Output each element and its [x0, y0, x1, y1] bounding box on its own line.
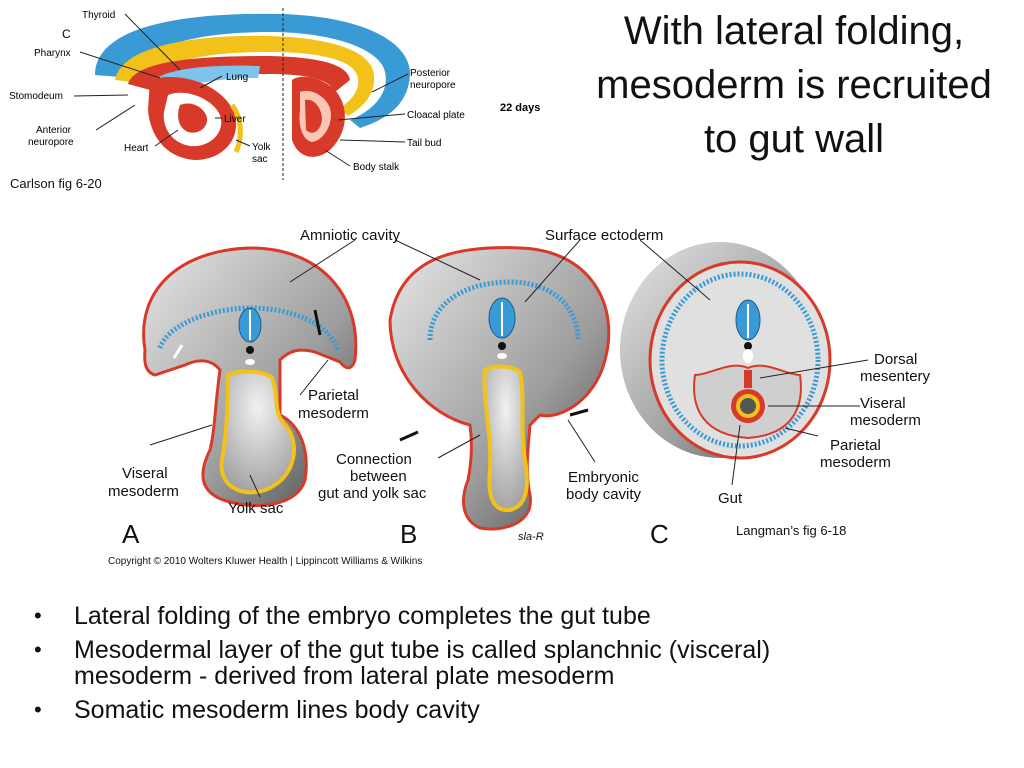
panel-letter-a: A: [122, 519, 140, 549]
lateral-folding-figure: Amniotic cavity Surface ectoderm Parieta…: [108, 227, 931, 567]
main-leader-lines: [149, 239, 869, 498]
label-parietal-mesoderm-c: Parietal mesoderm: [820, 437, 891, 471]
label-thyroid: Thyroid: [82, 10, 115, 21]
bullet-dot: •: [34, 637, 42, 662]
label-lung: Lung: [226, 72, 248, 83]
label-posterior-neuropore: Posterior neuropore: [410, 68, 456, 91]
bullet-text-2: Mesodermal layer of the gut tube is call…: [74, 636, 771, 690]
panel-letter-c: C: [650, 519, 669, 549]
label-body-stalk: Body stalk: [353, 162, 400, 173]
panel-a-drawing: [142, 246, 358, 508]
panel-c-drawing: [620, 242, 832, 460]
bullet-text-1: Lateral folding of the embryo completes …: [74, 602, 651, 630]
label-amniotic-cavity: Amniotic cavity: [300, 227, 401, 244]
label-cloacal-plate: Cloacal plate: [407, 110, 465, 121]
label-embryonic-body-cavity: Embryonic body cavity: [566, 469, 643, 503]
artist-signature: sla-R: [518, 531, 544, 543]
bullet-dot: •: [34, 603, 42, 628]
label-pharynx: Pharynx: [34, 48, 71, 59]
bullet-item: • Lateral folding of the embryo completes…: [30, 603, 930, 629]
label-surface-ectoderm: Surface ectoderm: [545, 227, 663, 244]
copyright-notice: Copyright © 2010 Wolters Kluwer Health |…: [108, 556, 422, 567]
bullet-list: • Lateral folding of the embryo completes…: [30, 603, 930, 731]
caption-langman: Langman’s fig 6-18: [736, 523, 847, 538]
label-anterior-neuropore-l2: neuropore: [28, 137, 74, 148]
label-connection: Connection between gut and yolk sac: [318, 451, 427, 502]
bullet-item: • Somatic mesoderm lines body cavity: [30, 697, 930, 723]
label-stomodeum: Stomodeum: [9, 91, 63, 102]
panel-letter-c-top: C: [62, 27, 71, 41]
label-anterior-neuropore: Anterior neuropore: [28, 125, 74, 148]
label-gut: Gut: [718, 490, 743, 507]
label-age: 22 days: [500, 102, 540, 114]
panel-letter-b: B: [400, 519, 417, 549]
label-yolk-sac-top: Yolk sac: [252, 142, 273, 165]
label-liver: Liver: [224, 114, 246, 125]
label-anterior-neuropore-l1: Anterior: [36, 125, 72, 136]
label-tail-bud: Tail bud: [407, 138, 441, 149]
bullet-dot: •: [34, 697, 42, 722]
label-viseral-mesoderm-a: Viseral mesoderm: [108, 465, 179, 500]
label-viseral-mesoderm-c: Viseral mesoderm: [850, 395, 921, 429]
leader-lines: [73, 13, 409, 167]
bullet-text-3: Somatic mesoderm lines body cavity: [74, 696, 480, 724]
panel-b-drawing: [388, 246, 611, 531]
label-parietal-mesoderm-a: Parietal mesoderm: [298, 387, 369, 422]
sagittal-embryo-figure: Thyroid C Pharynx Stomodeum Anterior neu…: [9, 8, 540, 180]
slide-title: With lateral folding, mesoderm is recrui…: [596, 9, 992, 161]
label-yolk-sac-main: Yolk sac: [228, 500, 284, 517]
caption-carlson: Carlson fig 6-20: [10, 176, 102, 191]
bullet-item: • Mesodermal layer of the gut tube is cal…: [30, 637, 930, 689]
label-dorsal-mesentery: Dorsal mesentery: [860, 351, 931, 385]
label-heart: Heart: [124, 143, 149, 154]
embryo-sagittal-drawing: [95, 13, 410, 160]
